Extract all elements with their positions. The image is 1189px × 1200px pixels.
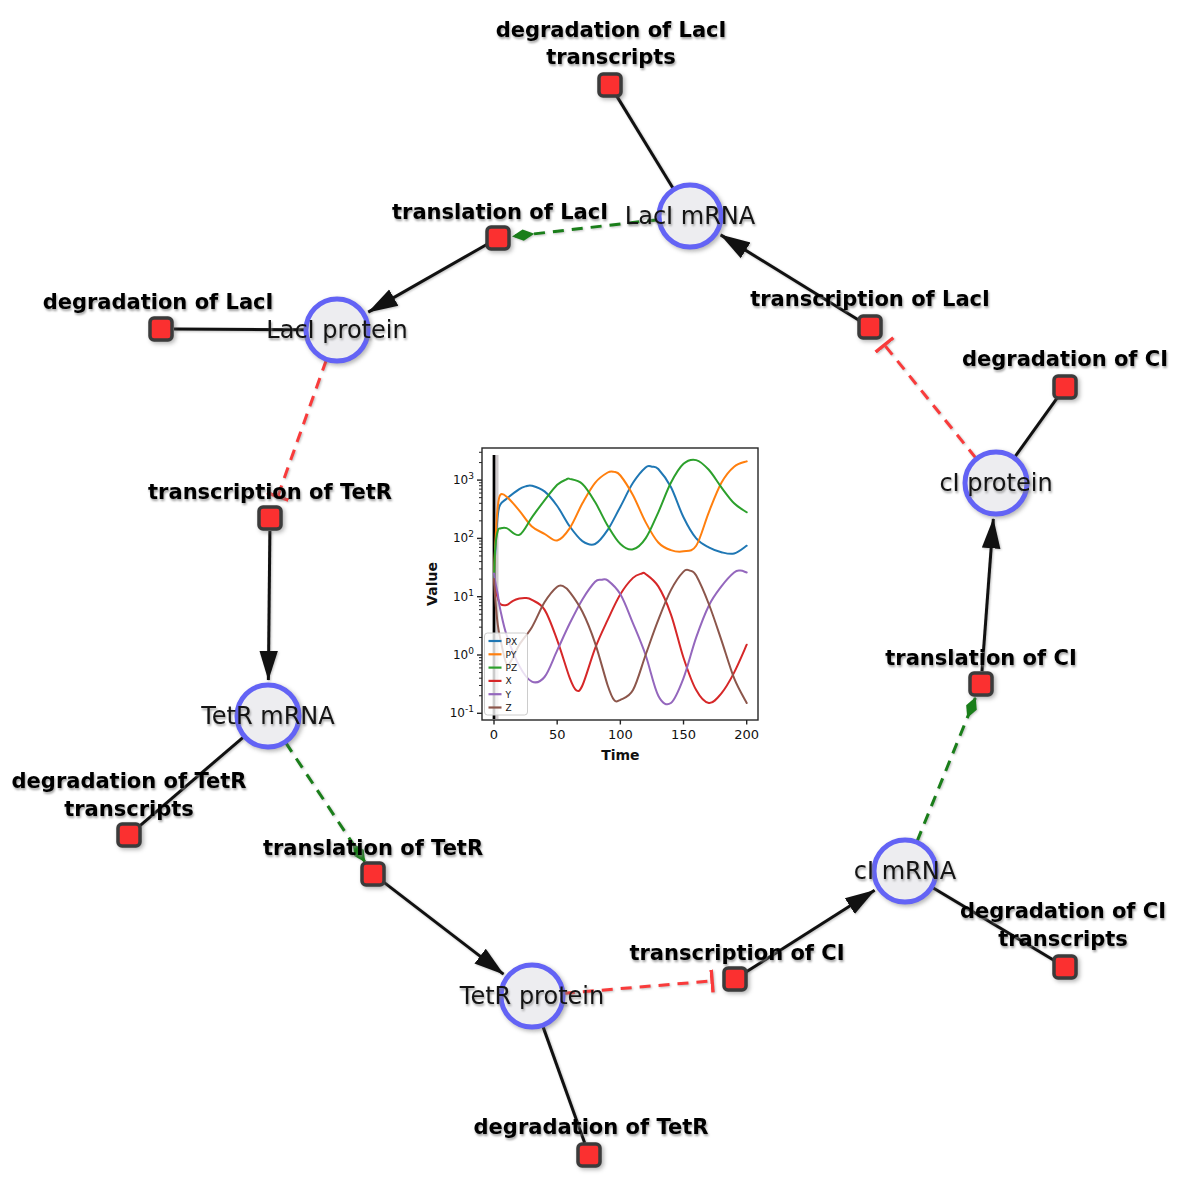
y-tick-label: 103: [453, 471, 474, 487]
production-edge-transl_lacI-lacI_protein: [368, 244, 486, 312]
reaction-node-transl_tetR[interactable]: [362, 863, 384, 885]
species-label-lacI_mRNA: LacI mRNA: [625, 202, 756, 230]
reaction-node-deg_cI[interactable]: [1054, 376, 1076, 398]
y-tick-label: 102: [453, 529, 474, 545]
species-label-cI_protein: cI protein: [939, 469, 1052, 497]
species-label-lacI_protein: LacI protein: [266, 316, 407, 344]
consumption-edge-lacI_mRNA-deg_lacI_tx: [617, 96, 674, 189]
reaction-node-transc_lacI[interactable]: [859, 316, 881, 338]
reaction-label-deg_cI_tx: degradation of CItranscripts: [960, 899, 1166, 951]
inhibition-edge-lacI_protein-transc_tetR: [278, 360, 327, 496]
species-label-tetR_mRNA: TetR mRNA: [200, 702, 335, 730]
x-axis-label: Time: [601, 747, 639, 763]
reaction-label-deg_cI: degradation of CI: [962, 347, 1168, 371]
x-tick-label: 100: [608, 727, 633, 742]
reaction-label-deg_lacI: degradation of LacI: [43, 290, 274, 314]
x-tick-label: 200: [734, 727, 759, 742]
y-axis-label: Value: [424, 562, 440, 606]
species-label-cI_mRNA: cI mRNA: [854, 857, 957, 885]
reaction-label-transl_tetR: translation of TetR: [263, 836, 483, 860]
y-tick-label: 10-1: [450, 704, 474, 720]
production-edge-transl_tetR-tetR_protein: [383, 882, 503, 974]
x-tick-label: 150: [671, 727, 696, 742]
reaction-label-deg_tetR_tx: degradation of TetRtranscripts: [12, 769, 247, 821]
reaction-label-deg_tetR: degradation of TetR: [474, 1115, 709, 1139]
simulation-plot: 0 50 100 150 200Time 10-1 100 101 102 103ValuePX P…: [424, 448, 759, 763]
reaction-label-transc_cI: transcription of CI: [629, 941, 844, 965]
legend-label-PX: PX: [506, 637, 518, 647]
reaction-node-deg_cI_tx[interactable]: [1054, 956, 1076, 978]
legend-label-X: X: [506, 676, 512, 686]
reaction-label-transl_lacI: translation of LacI: [392, 200, 608, 224]
reaction-label-transc_lacI: transcription of LacI: [750, 287, 990, 311]
reaction-node-deg_lacI_tx[interactable]: [599, 74, 621, 96]
reaction-node-deg_lacI[interactable]: [150, 318, 172, 340]
reaction-node-transl_lacI[interactable]: [487, 227, 509, 249]
production-edge-transc_tetR-tetR_mRNA: [268, 531, 270, 680]
reaction-node-transl_cI[interactable]: [970, 673, 992, 695]
x-tick-label: 0: [490, 727, 498, 742]
reaction-node-deg_tetR[interactable]: [578, 1144, 600, 1166]
consumption-edge-cI_protein-deg_cI: [1015, 398, 1058, 457]
x-tick-label: 50: [549, 727, 566, 742]
legend-label-PZ: PZ: [506, 663, 518, 673]
y-tick-label: 101: [453, 588, 474, 604]
legend-label-Z: Z: [506, 703, 512, 713]
legend-label-PY: PY: [506, 650, 517, 660]
modifier-edge-cI_mRNA-transl_cI: [917, 698, 975, 841]
legend-label-Y: Y: [505, 690, 512, 700]
reaction-node-transc_cI[interactable]: [724, 968, 746, 990]
reaction-node-transc_tetR[interactable]: [259, 507, 281, 529]
reaction-label-transc_tetR: transcription of TetR: [148, 480, 392, 504]
y-tick-label: 100: [453, 646, 474, 662]
reaction-label-transl_cI: translation of CI: [885, 646, 1076, 670]
species-label-tetR_protein: TetR protein: [459, 982, 604, 1010]
reaction-node-deg_tetR_tx[interactable]: [118, 824, 140, 846]
reaction-label-deg_lacI_tx: degradation of LacItranscripts: [496, 18, 727, 69]
